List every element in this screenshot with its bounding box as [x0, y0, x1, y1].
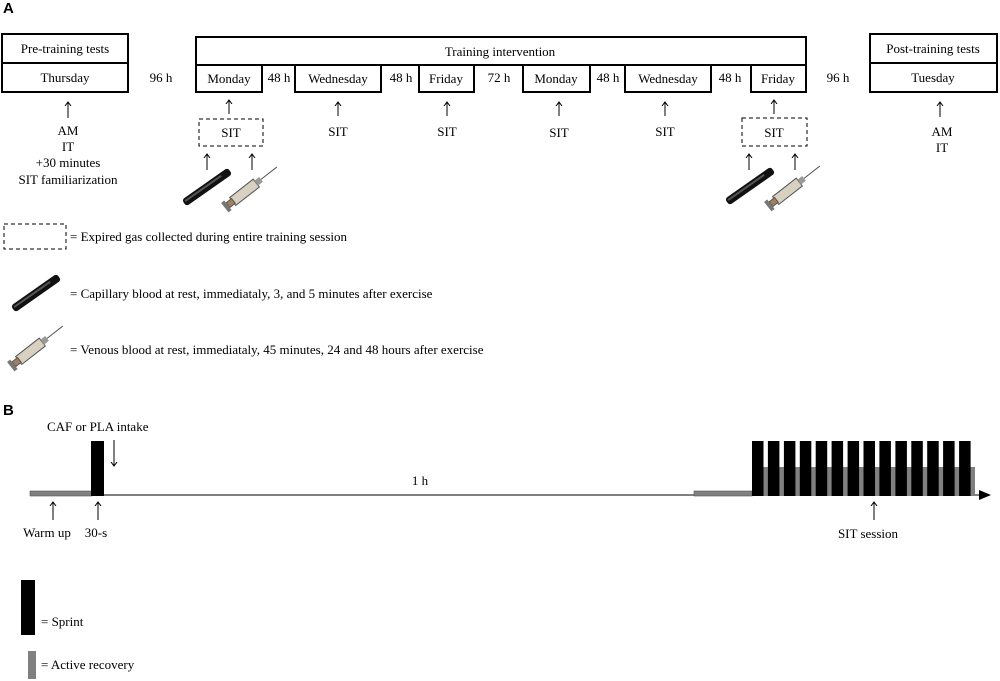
post-note: IT: [936, 140, 948, 155]
gap-label: 48 h: [597, 70, 620, 85]
syringe-icon: [220, 161, 281, 213]
pre-note: +30 minutes: [36, 155, 101, 170]
sprint-bar: [831, 441, 844, 496]
sprint-bar: [799, 441, 812, 496]
panel-a-letter: A: [3, 0, 14, 17]
pre-training-block: Pre-training tests Thursday: [1, 33, 129, 93]
sprint-bar: [815, 441, 828, 496]
training-title: Training intervention: [445, 44, 556, 59]
sprint-bar: [91, 441, 104, 496]
day-monday-2: Monday: [534, 71, 578, 86]
warmup-bar: [29, 490, 93, 497]
legend-sprint-swatch: [21, 580, 35, 635]
gap-label: 48 h: [268, 70, 291, 85]
sit-session-bars: [752, 441, 975, 496]
sit-label: SIT: [764, 125, 784, 140]
sit-warmup-bar: [693, 490, 753, 497]
pre-note: SIT familiarization: [18, 172, 118, 187]
pre-note: AM: [58, 123, 79, 138]
gap-label: 48 h: [390, 70, 413, 85]
expired-gas-box: [741, 117, 808, 147]
gap-label: 72 h: [488, 70, 511, 85]
warmup-label: Warm up: [23, 525, 71, 540]
sprint-bar: [879, 441, 891, 496]
sprint-bar: [783, 441, 796, 496]
gap-label: 48 h: [719, 70, 742, 85]
legend-recovery-text: = Active recovery: [41, 657, 135, 672]
sprint-bar: [767, 441, 780, 496]
post-training-day: Tuesday: [911, 70, 955, 85]
pre-training-title: Pre-training tests: [21, 41, 109, 56]
legend-gas-swatch: [3, 223, 67, 250]
syringe-icon: [6, 320, 67, 372]
capillary-tube-icon: [10, 273, 62, 313]
day-wednesday-1: Wednesday: [308, 71, 368, 86]
sprint-bar: [847, 441, 860, 496]
pre-note: IT: [62, 139, 74, 154]
sprint-bar: [927, 441, 939, 496]
day-wednesday-2: Wednesday: [638, 71, 698, 86]
sprint-bar: [911, 441, 923, 496]
day-friday-1: Friday: [429, 71, 463, 86]
day-monday-1: Monday: [207, 71, 251, 86]
post-training-block: Post-training tests Tuesday: [869, 33, 998, 93]
day-friday-2: Friday: [761, 71, 795, 86]
legend-gas-text: = Expired gas collected during entire tr…: [70, 229, 348, 244]
sit-label: SIT: [655, 124, 675, 139]
gap-label: 96 h: [150, 70, 173, 85]
panel-b-letter: B: [3, 402, 14, 419]
capillary-tube-icon: [724, 166, 776, 206]
duration-label: 1 h: [412, 473, 429, 488]
expired-gas-box: [198, 118, 264, 147]
sit-label: SIT: [549, 125, 569, 140]
sprint-bar: [959, 441, 971, 496]
legend-sprint-text: = Sprint: [41, 614, 84, 629]
sprint-bar: [863, 441, 875, 496]
sit-label: SIT: [328, 124, 348, 139]
post-training-title: Post-training tests: [886, 41, 980, 56]
sit-label: SIT: [221, 125, 241, 140]
legend-venous-text: = Venous blood at rest, immediataly, 45 …: [70, 342, 484, 357]
pre-training-day: Thursday: [40, 70, 90, 85]
training-intervention-block: Training intervention Monday Wednesday F…: [195, 36, 807, 93]
gap-label: 96 h: [827, 70, 850, 85]
syringe-icon: [763, 160, 824, 212]
sprint-bar: [895, 441, 907, 496]
intake-label: CAF or PLA intake: [47, 419, 149, 434]
sprint-bar: [752, 441, 764, 496]
legend-recovery-swatch: [28, 651, 36, 679]
legend-capillary-text: = Capillary blood at rest, immediataly, …: [70, 286, 433, 301]
sprint-bar: [943, 441, 955, 496]
sit-session-label: SIT session: [838, 526, 899, 541]
capillary-tube-icon: [181, 167, 233, 207]
sit-label: SIT: [437, 124, 457, 139]
sprint-duration-label: 30-s: [85, 525, 107, 540]
post-note: AM: [932, 124, 953, 139]
